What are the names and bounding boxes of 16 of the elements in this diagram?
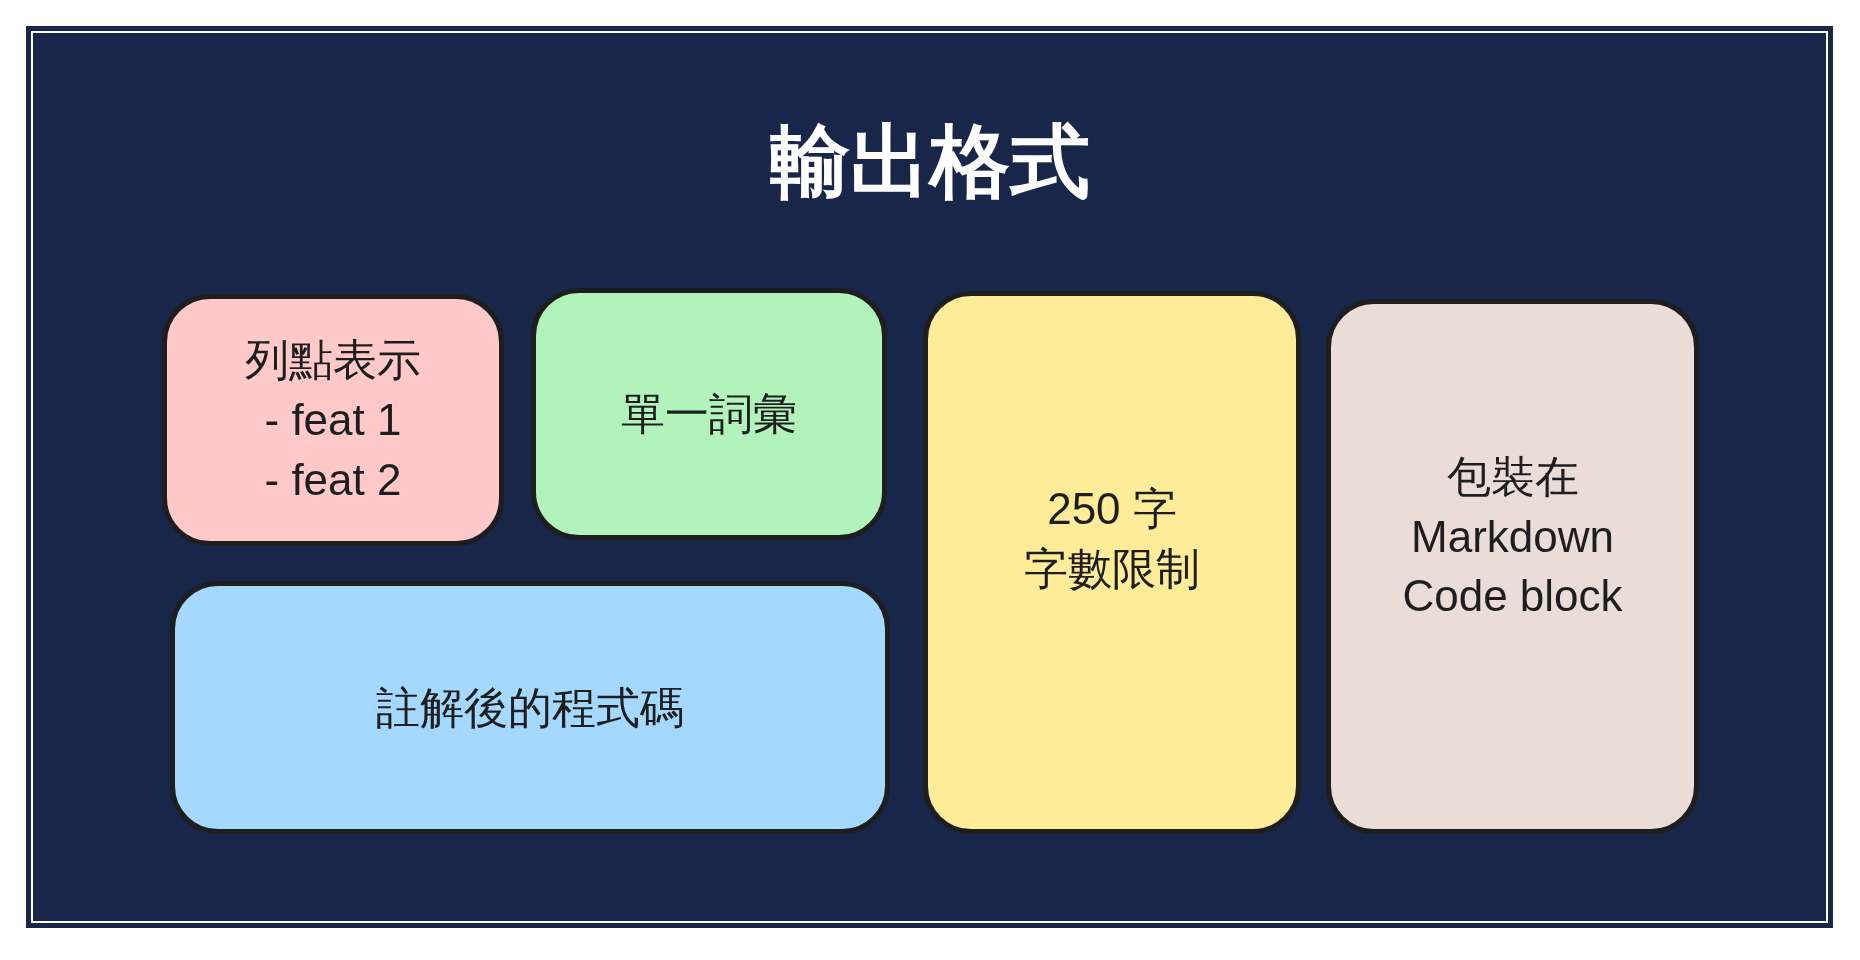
box-label: - feat 1 — [264, 394, 402, 447]
box-label: 註解後的程式碼 — [376, 681, 684, 734]
rounded-box — [923, 291, 1301, 834]
rounded-box — [531, 288, 887, 540]
panel-title: 輸出格式 — [768, 116, 1091, 208]
panel — [26, 26, 1833, 928]
box-label: Markdown Code block — [1401, 510, 1624, 623]
rounded-box — [1326, 299, 1699, 834]
rounded-box — [162, 294, 504, 546]
box-label: 列點表示 — [245, 334, 421, 387]
box-label: 字數限制 — [1024, 542, 1200, 595]
box-label: 250 字 — [1047, 482, 1177, 535]
box-label: 包裝在 — [1445, 450, 1580, 503]
box-label: - feat 2 — [264, 453, 402, 506]
box-label: 單一詞彙 — [621, 388, 797, 441]
rounded-box — [170, 581, 890, 834]
